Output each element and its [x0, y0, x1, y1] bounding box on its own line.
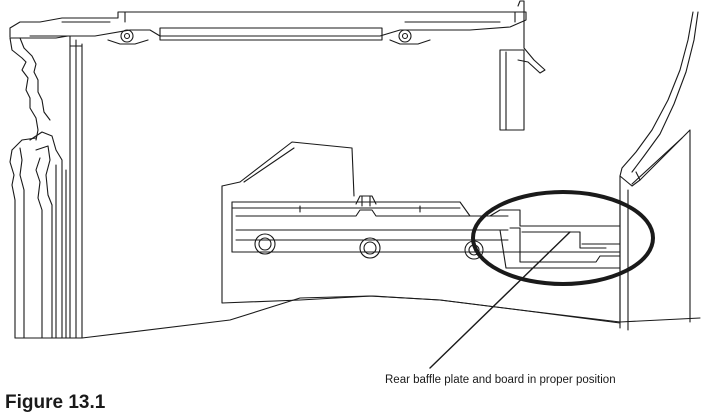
figure-label: Figure 13.1 [5, 392, 106, 413]
floor-line [81, 295, 621, 339]
baffle-assembly [221, 141, 621, 323]
angled-board [239, 141, 355, 197]
left-wall-profile [9, 35, 83, 339]
fastener-left [254, 233, 276, 255]
fastener-middle [359, 237, 381, 259]
lid-hinge-right [398, 29, 412, 43]
callout-text: Rear baffle plate and board in proper po… [385, 374, 616, 386]
callout-ellipse [471, 190, 655, 286]
lid-handle-bar [159, 27, 383, 41]
right-wall-profile [619, 11, 701, 331]
center-bolt [361, 195, 371, 207]
rear-baffle-plate [509, 227, 621, 263]
callout-leader-line [429, 231, 571, 369]
lid-hinge-left [120, 29, 134, 43]
top-lid-assembly [9, 0, 546, 131]
